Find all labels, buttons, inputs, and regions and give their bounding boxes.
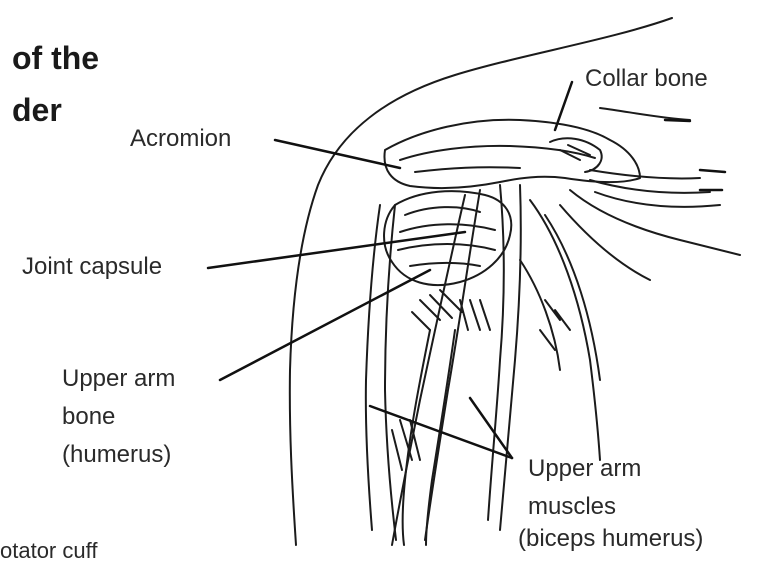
- leader-collar-bone: [555, 82, 572, 130]
- label-upper-arm-muscles-2: muscles: [528, 490, 616, 524]
- leader-acromion: [275, 140, 400, 168]
- label-bottom-fragment: otator cuff: [0, 538, 97, 564]
- title-line-1: of the: [12, 40, 99, 76]
- label-upper-arm-muscles-3: (biceps humerus): [518, 522, 703, 556]
- label-collar-bone: Collar bone: [585, 62, 708, 96]
- leader-joint-capsule: [208, 232, 465, 268]
- label-upper-arm-bone-2: bone: [62, 400, 115, 434]
- title-line-2: der: [12, 92, 62, 128]
- label-upper-arm-bone-3: (humerus): [62, 438, 171, 472]
- leader-muscles-a: [370, 406, 512, 458]
- collar-bone-line: [600, 108, 690, 120]
- label-upper-arm-muscles-1: Upper arm: [528, 452, 641, 486]
- label-joint-capsule: Joint capsule: [22, 250, 162, 284]
- label-acromion: Acromion: [130, 122, 231, 156]
- leader-upper-arm-bone: [220, 270, 430, 380]
- collar-bone-end: [550, 138, 602, 172]
- label-upper-arm-bone-1: Upper arm: [62, 362, 175, 396]
